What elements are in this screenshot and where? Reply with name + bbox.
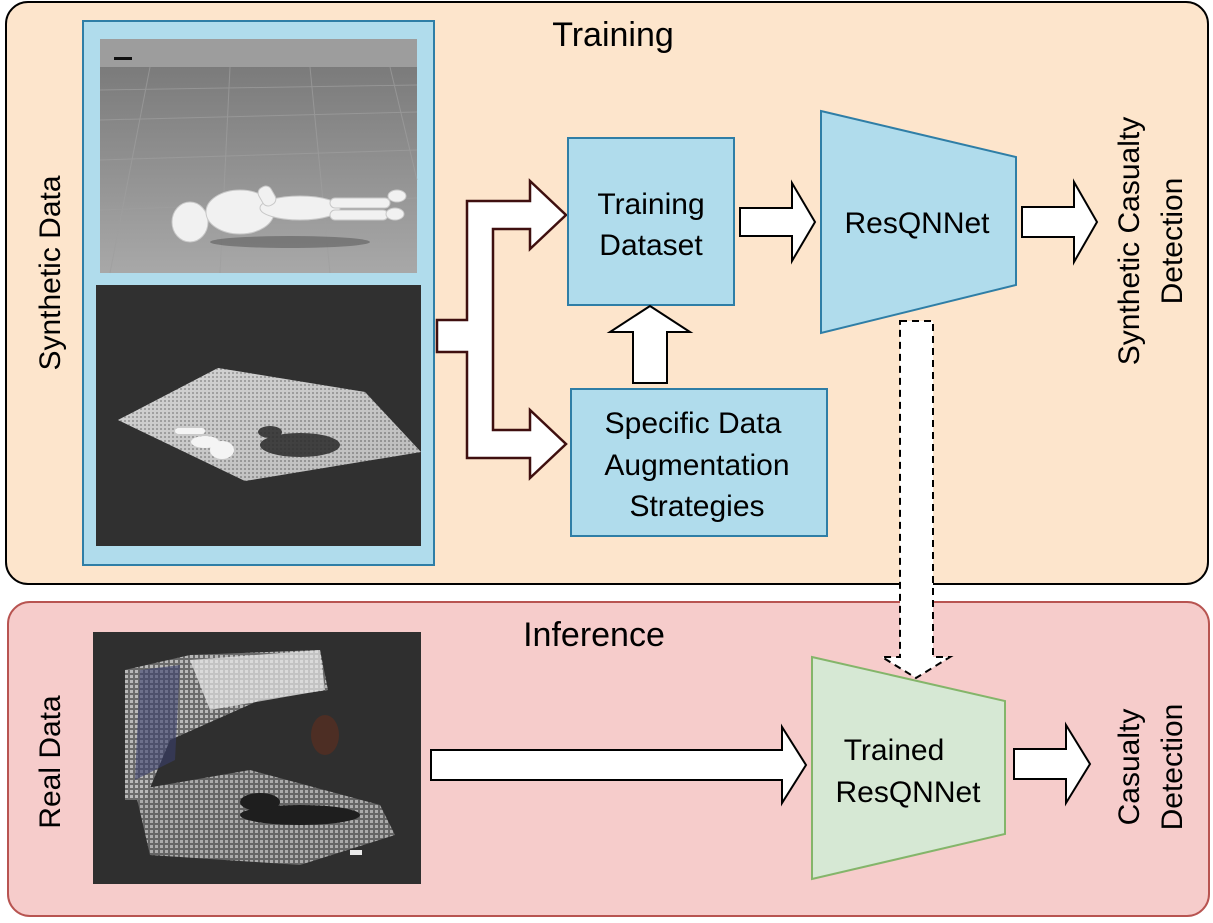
real-to-trained-arrow xyxy=(430,723,808,807)
synthetic-render-image xyxy=(99,39,418,274)
real-pointcloud-image xyxy=(93,632,421,884)
inference-title: Inference xyxy=(523,616,665,654)
augmentation-label-line1: Specific Data xyxy=(605,407,782,440)
human-figure xyxy=(171,185,407,243)
split-arrow xyxy=(435,178,568,481)
real-output-line2: Detection xyxy=(1156,704,1189,831)
training-title: Training xyxy=(552,16,674,54)
transfer-dashed-arrow xyxy=(878,320,954,680)
augmentation-box xyxy=(570,388,828,537)
trained-resqnnet-line2: ResQNNet xyxy=(835,776,981,809)
network-to-output-arrow xyxy=(1021,178,1099,266)
trained-resqnnet-block xyxy=(811,655,1006,881)
augmentation-label-line3: Strategies xyxy=(629,490,764,523)
training-dataset-label-line1: Training xyxy=(597,188,704,221)
augmentation-up-arrow xyxy=(606,304,694,384)
synthetic-pointcloud-image xyxy=(96,285,421,546)
synthetic-output-line2: Detection xyxy=(1156,178,1189,305)
real-data-label: Real Data xyxy=(34,695,67,829)
trained-to-output-arrow xyxy=(1013,721,1092,807)
augmentation-label-line2: Augmentation xyxy=(604,449,789,482)
resqnnet-block xyxy=(820,109,1017,335)
trained-resqnnet-line1: Trained xyxy=(844,734,945,767)
dataset-to-network-arrow xyxy=(739,179,817,265)
synthetic-output-line1: Synthetic Casualty xyxy=(1113,117,1146,365)
training-dataset-box xyxy=(567,137,735,306)
resqnnet-label: ResQNNet xyxy=(844,207,990,240)
training-dataset-label-line2: Dataset xyxy=(599,229,703,262)
real-output-line1: Casualty xyxy=(1113,709,1146,826)
synthetic-data-label: Synthetic Data xyxy=(34,175,67,370)
